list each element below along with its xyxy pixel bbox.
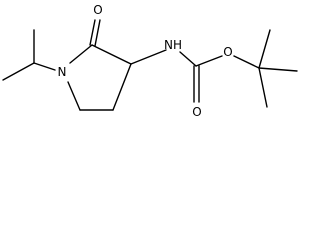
bond-nh-to-carbamate-c	[179, 51, 197, 67]
bond-c3-to-nh	[130, 49, 167, 65]
bond-lactam-carbonyl-2	[94, 19, 101, 47]
ring-nitrogen-label: N	[58, 65, 67, 79]
carbamate-carbonyl-oxygen-label: O	[192, 105, 201, 119]
bond-ring-c2-to-c3	[91, 44, 132, 65]
bond-carbamate-c-to-ester-o	[195, 55, 223, 67]
bond-ester-o-to-tbutyl-c	[233, 55, 260, 69]
bond-isopropyl-to-ring-n	[33, 62, 56, 71]
carbonyl-oxygen-label: O	[93, 3, 102, 17]
bond-ring-n-to-c2	[69, 44, 93, 64]
molecule-structure-diagram: N O NH O O	[2, 3, 298, 119]
ester-oxygen-label: O	[223, 45, 232, 59]
nh-label: NH	[164, 38, 182, 52]
bond-tbutyl-methyl-right	[258, 67, 298, 72]
bond-ring-c3-to-c4	[112, 63, 132, 111]
bond-ring-c5-to-n	[67, 81, 81, 111]
bond-lactam-carbonyl-1	[89, 19, 96, 46]
bond-tbutyl-methyl-bottom	[258, 67, 268, 108]
bond-isopropyl-methyl-left	[2, 62, 35, 81]
bond-tbutyl-methyl-top	[258, 29, 271, 69]
